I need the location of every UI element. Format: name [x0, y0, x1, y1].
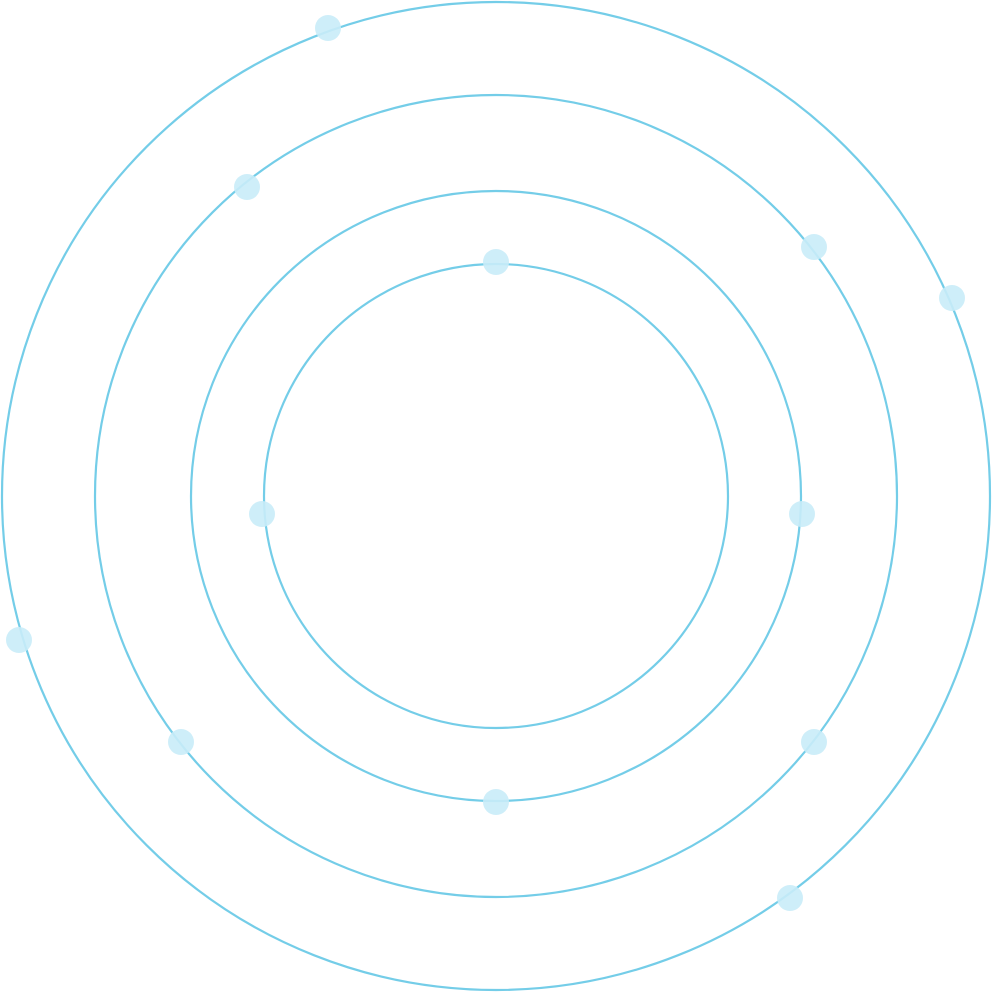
orbit-ring-inner	[262, 262, 730, 730]
orbit-dot	[315, 15, 341, 41]
orbit-dot	[483, 249, 509, 275]
orbit-ring-second	[93, 93, 899, 899]
orbit-dot	[6, 627, 32, 653]
orbit-dot	[168, 729, 194, 755]
orbit-dot	[801, 729, 827, 755]
orbit-dot	[483, 789, 509, 815]
orbit-dot	[801, 234, 827, 260]
orbit-dot	[777, 885, 803, 911]
orbit-dot	[249, 501, 275, 527]
orbit-ring-third	[189, 189, 803, 803]
orbit-dot	[234, 174, 260, 200]
orbit-dot	[789, 501, 815, 527]
orbit-dot	[939, 285, 965, 311]
